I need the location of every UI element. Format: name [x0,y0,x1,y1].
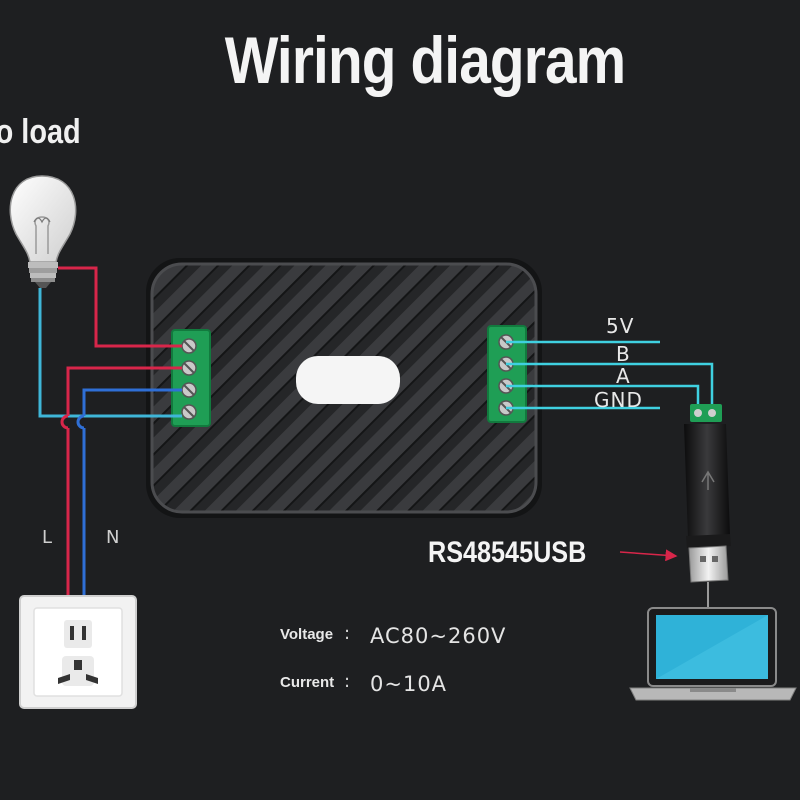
live-label: L [42,527,53,548]
signal-wires [506,340,714,410]
diagram-title: Wiring diagram [224,23,626,97]
voltage-label: Voltage [280,626,334,643]
current-separator: : [344,671,351,692]
load-label: to load [0,113,81,151]
arrow-right-icon [619,549,678,562]
current-label: Current [280,674,335,691]
pin-label-5v: 5V [606,314,635,338]
current-value: 0~10A [370,672,448,696]
voltage-separator: : [344,623,351,644]
pin-label-a: A [616,364,631,388]
pin-label-b: B [616,342,631,366]
wall-socket-icon [19,595,137,709]
display-window [296,356,400,404]
mains-wires [60,366,182,608]
left-terminal-block [171,329,211,427]
laptop-icon [629,607,797,701]
meter-device [146,258,542,518]
light-bulb-icon [9,175,77,288]
neutral-label: N [106,527,120,548]
pin-label-gnd: GND [594,388,643,412]
right-terminal-block [487,325,527,423]
converter-label: RS48545USB [428,536,587,569]
usb-converter-icon [684,404,731,583]
load-wires [38,266,182,418]
voltage-value: AC80~260V [370,624,507,648]
